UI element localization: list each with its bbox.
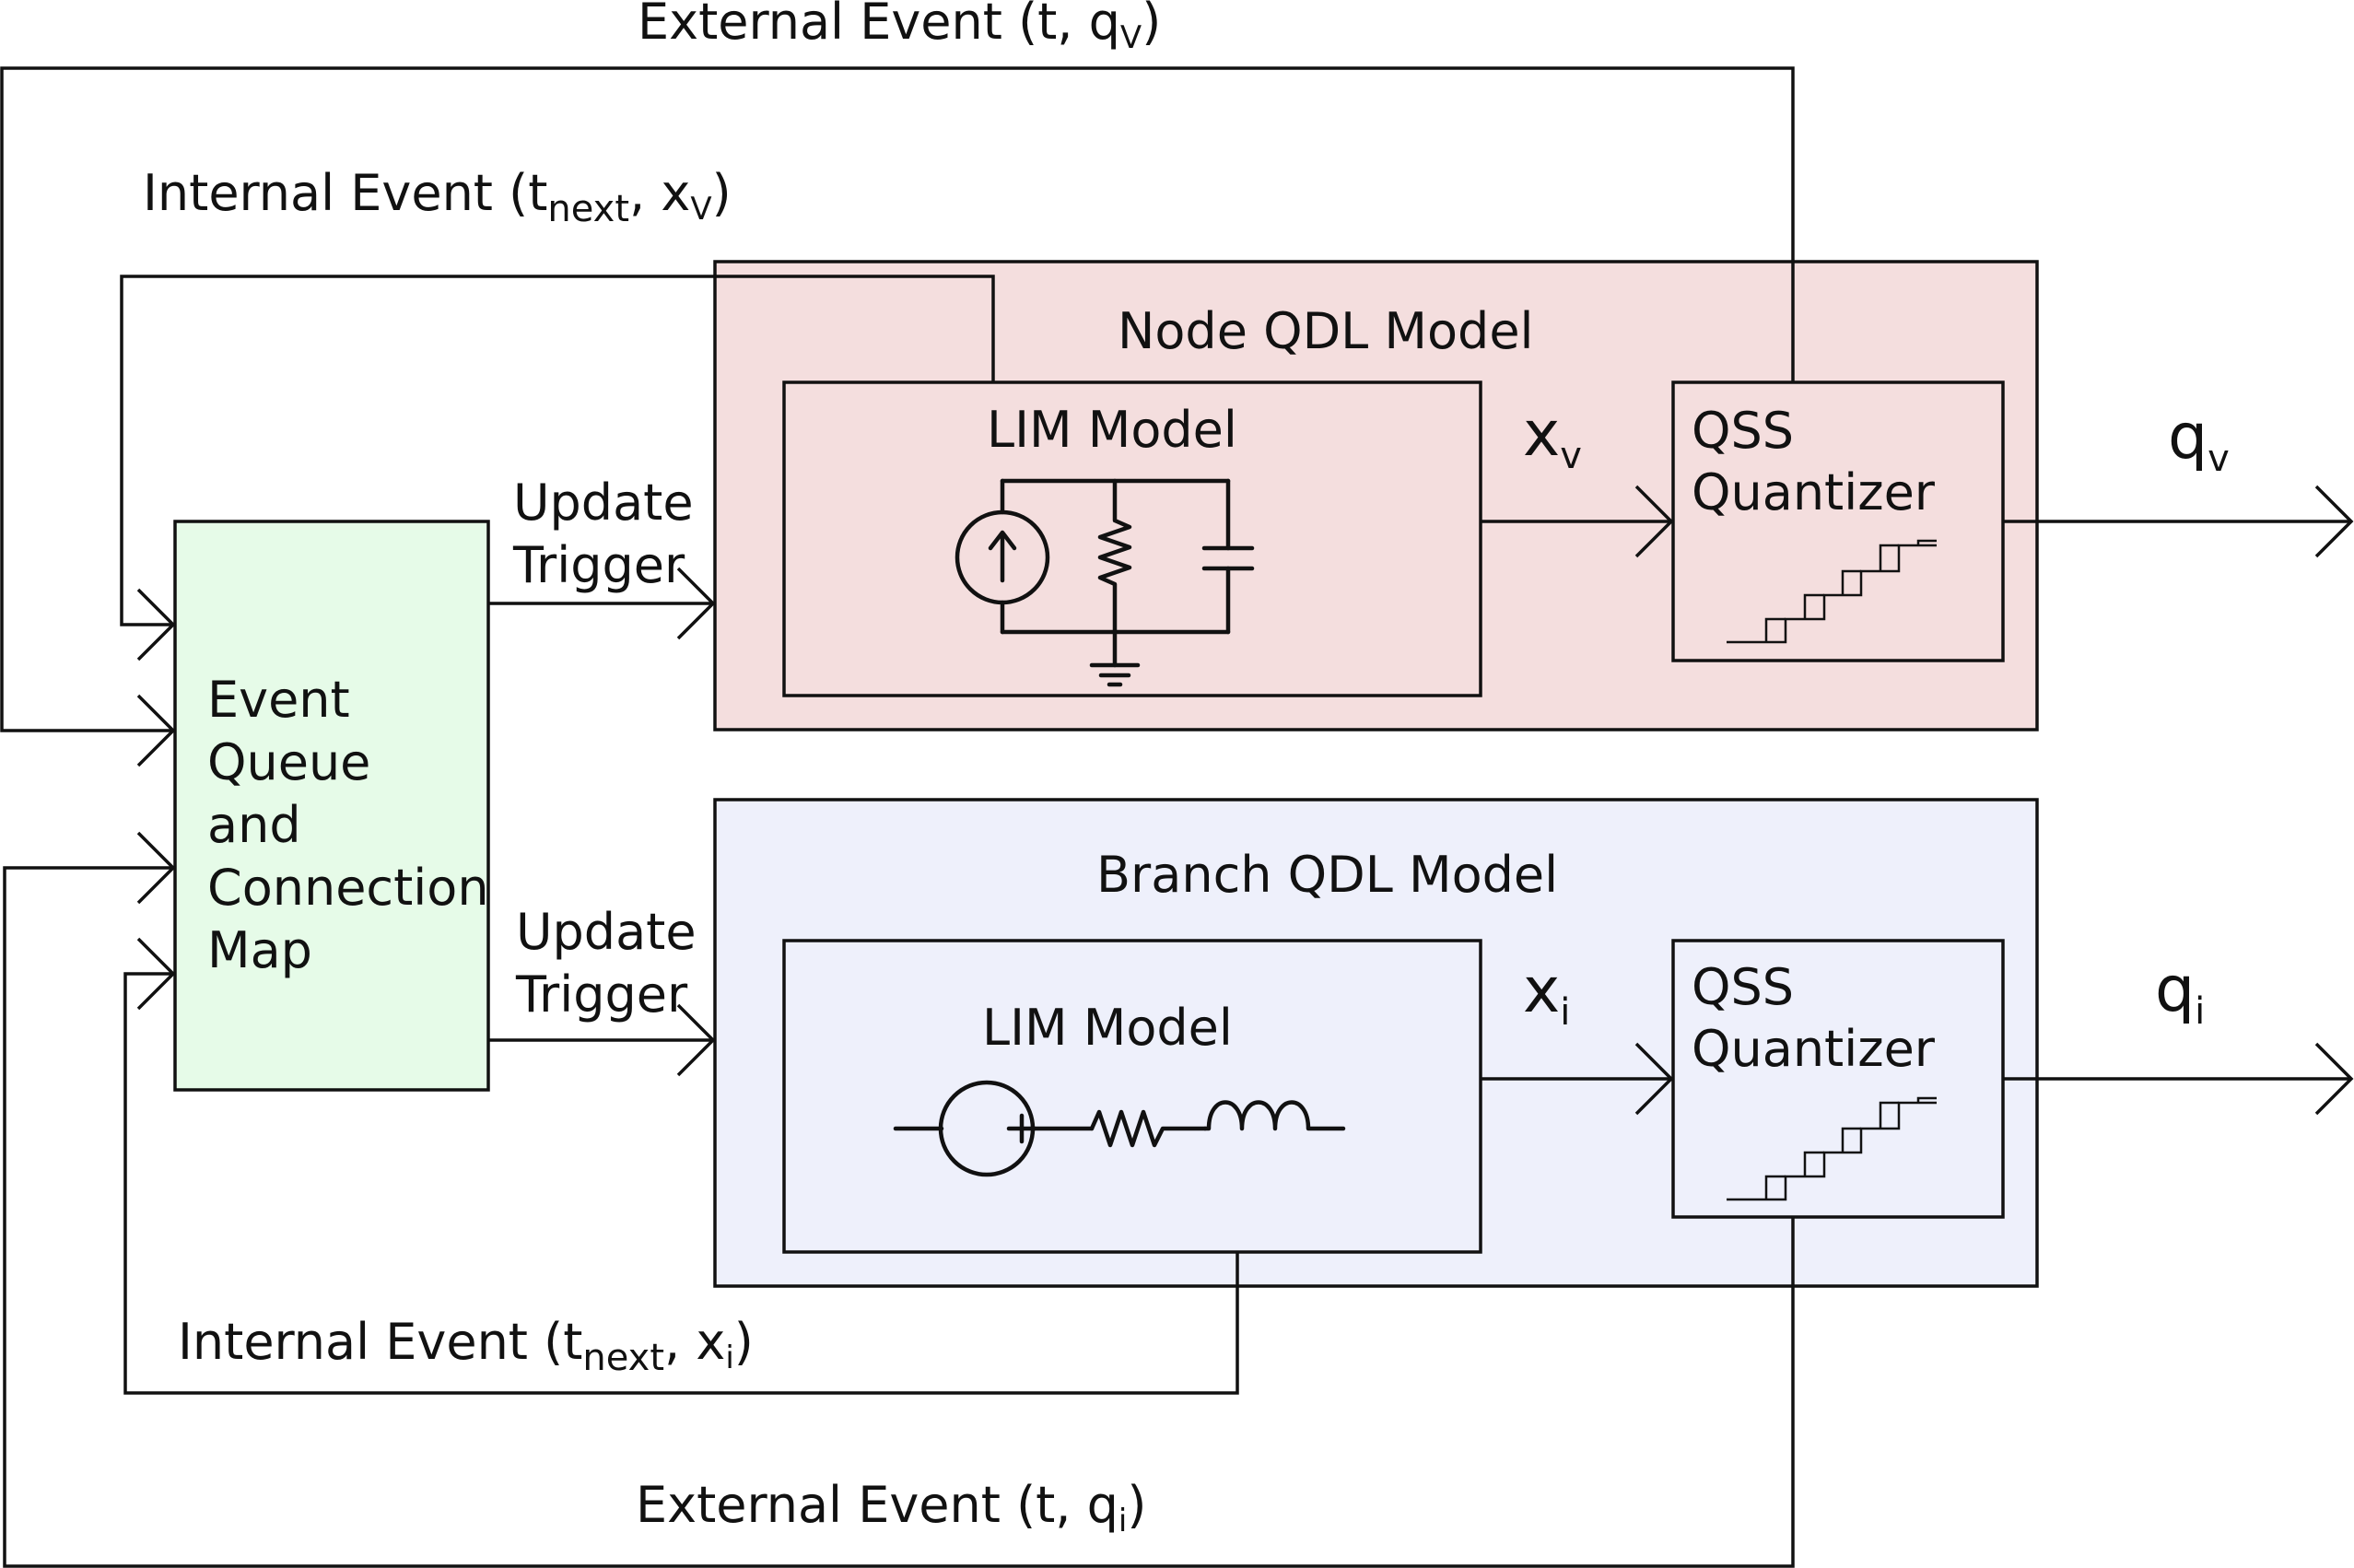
branch-quantizer-staircase-icon — [1727, 1096, 1937, 1201]
svg-text:Trigger: Trigger — [512, 536, 685, 594]
queue-input-arrow-4 — [136, 937, 176, 1011]
branch-state-arrow — [1634, 1042, 1674, 1116]
svg-text:Connection: Connection — [207, 859, 489, 917]
node-model-title: Node QDL Model — [1118, 302, 1534, 360]
update-trigger-bottom-arrow — [676, 1003, 716, 1077]
svg-text:Queue: Queue — [207, 733, 370, 791]
svg-text:Event: Event — [207, 671, 350, 729]
resistor-icon — [1097, 478, 1132, 635]
branch-output-label: qi — [2155, 954, 2205, 1033]
resistor-icon — [1089, 1109, 1208, 1148]
svg-text:Map: Map — [207, 921, 312, 979]
queue-input-arrow-1 — [136, 588, 176, 661]
queue-input-arrow-3 — [136, 831, 176, 905]
svg-text:QSS: QSS — [1692, 958, 1794, 1016]
top-internal-event-wire — [120, 275, 995, 626]
bottom-external-event-label: External Event (t, qi) — [636, 1476, 1146, 1539]
top-internal-event-label: Internal Event (tnext, xV) — [143, 164, 732, 230]
node-state-label: xv — [1523, 398, 1582, 477]
svg-text:Quantizer: Quantizer — [1692, 1020, 1936, 1078]
update-trigger-bottom-label: Update Trigger — [515, 903, 697, 1024]
svg-text:Update: Update — [513, 474, 694, 532]
node-output-label: qv — [2168, 401, 2230, 480]
branch-lim-title: LIM Model — [982, 999, 1233, 1057]
svg-text:Trigger: Trigger — [515, 965, 688, 1024]
svg-text:Quantizer: Quantizer — [1692, 463, 1936, 521]
bottom-external-event-wire — [3, 866, 1795, 1568]
node-state-arrow — [1634, 485, 1674, 558]
branch-quantizer-label: QSS Quantizer — [1692, 958, 1936, 1078]
branch-lim-circuit-icon — [893, 1080, 1346, 1177]
event-queue-block — [173, 520, 490, 1092]
update-trigger-top-label: Update Trigger — [512, 474, 694, 594]
bottom-internal-event-wire — [123, 972, 1239, 1395]
node-quantizer-staircase-icon — [1727, 539, 1937, 644]
node-qdl-model-block — [713, 260, 2039, 731]
bottom-internal-event-label: Internal Event (tnext, xi) — [178, 1313, 754, 1379]
branch-output-arrow — [2314, 1042, 2354, 1116]
branch-model-title: Branch QDL Model — [1096, 846, 1558, 904]
node-quantizer-label: QSS Quantizer — [1692, 402, 1936, 521]
svg-text:and: and — [207, 796, 301, 854]
inductor-icon — [1202, 1100, 1346, 1131]
node-output-arrow — [2314, 485, 2354, 558]
current-source-icon — [954, 509, 1050, 605]
svg-text:QSS: QSS — [1692, 402, 1794, 460]
event-queue-label: Event Queue and Connection Map — [207, 671, 489, 979]
update-trigger-top-arrow — [676, 567, 716, 640]
top-external-event-wire — [0, 66, 1795, 732]
node-lim-model-block — [782, 380, 1482, 697]
branch-lim-model-block — [782, 939, 1482, 1254]
top-external-event-label: External Event (t, qV) — [638, 0, 1161, 56]
node-lim-circuit-icon — [954, 478, 1255, 687]
svg-text:Update: Update — [516, 903, 697, 961]
branch-qdl-model-block — [713, 798, 2039, 1288]
branch-state-label: xi — [1523, 954, 1570, 1034]
node-lim-title: LIM Model — [987, 401, 1237, 459]
queue-input-arrow-2 — [136, 694, 176, 767]
